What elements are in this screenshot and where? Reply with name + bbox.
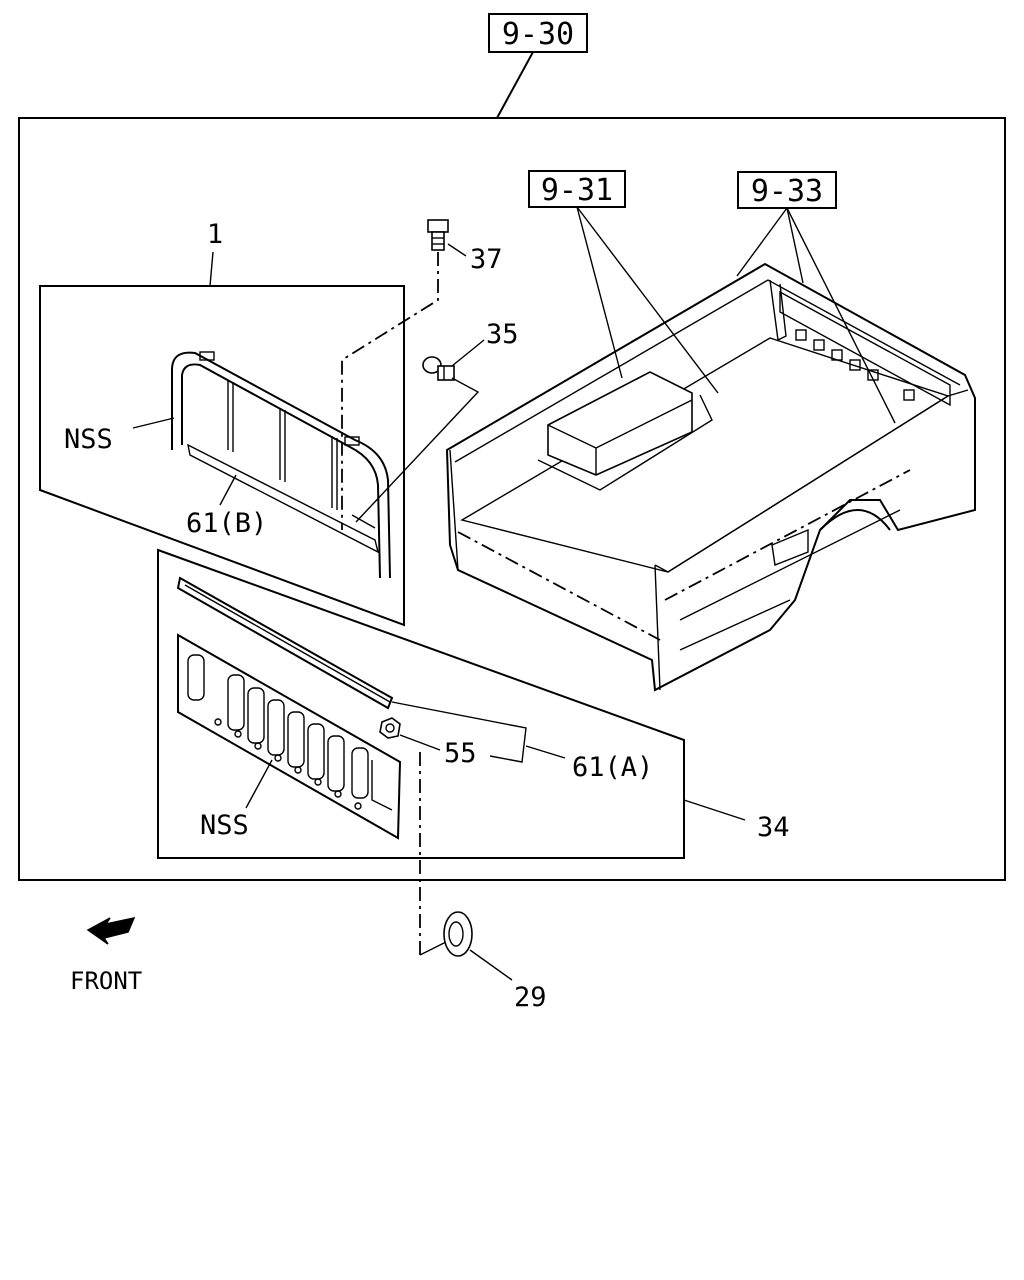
bolt-35-icon: [422, 356, 455, 381]
label-nss-top: NSS: [64, 424, 113, 455]
leader-part-1: [209, 251, 214, 287]
grommet-29-icon: [443, 911, 473, 957]
guard-frame: [171, 351, 391, 579]
label-part-1: 1: [207, 219, 223, 250]
bracket-part-61a: [391, 701, 527, 763]
bolt-37-icon: [427, 219, 449, 251]
part-1-outline: [39, 285, 405, 627]
install-line-35: [355, 377, 480, 523]
ref-box-b[interactable]: 9-33: [737, 171, 837, 209]
leader-ref-b-2: [786, 207, 804, 284]
leader-ref-b-3: [786, 207, 896, 424]
label-part-61a: 61(A): [572, 752, 653, 783]
part-34-outline: [157, 548, 685, 859]
tailgate-panel: [177, 633, 402, 840]
leader-part-61b: [219, 474, 237, 506]
front-arrow-icon: [86, 916, 136, 945]
leader-part-61a: [525, 745, 566, 759]
tailgate-rail: [176, 576, 394, 710]
label-part-29: 29: [514, 982, 547, 1013]
leader-ref-b-1: [736, 207, 788, 277]
leader-part-37: [447, 243, 467, 257]
install-line-37: [341, 252, 439, 530]
assembly-frame: [18, 117, 1006, 881]
leader-part-29: [469, 949, 513, 981]
ref-box-a[interactable]: 9-31: [528, 170, 626, 208]
leader-part-34: [683, 799, 746, 821]
ref-box-main[interactable]: 9-30: [488, 13, 588, 53]
label-nss-bottom: NSS: [200, 810, 249, 841]
leader-part-55: [399, 734, 441, 751]
ref-main-label: 9-30: [502, 17, 574, 52]
leader-main: [496, 51, 534, 119]
leader-nss-bottom: [245, 759, 273, 809]
ref-a-label: 9-31: [541, 173, 613, 208]
leader-ref-a-2: [576, 206, 719, 394]
leader-nss-top: [132, 417, 175, 429]
label-part-55: 55: [444, 738, 477, 769]
leader-ref-a-1: [576, 206, 623, 379]
truck-bed: [445, 262, 976, 692]
label-part-35: 35: [486, 319, 519, 350]
label-part-34: 34: [757, 812, 790, 843]
label-part-61b: 61(B): [186, 508, 267, 539]
leader-part-35: [451, 339, 485, 367]
label-part-37: 37: [470, 244, 503, 275]
front-label: FRONT: [70, 967, 142, 995]
nut-55-icon: [379, 717, 401, 739]
ref-b-label: 9-33: [751, 174, 823, 209]
